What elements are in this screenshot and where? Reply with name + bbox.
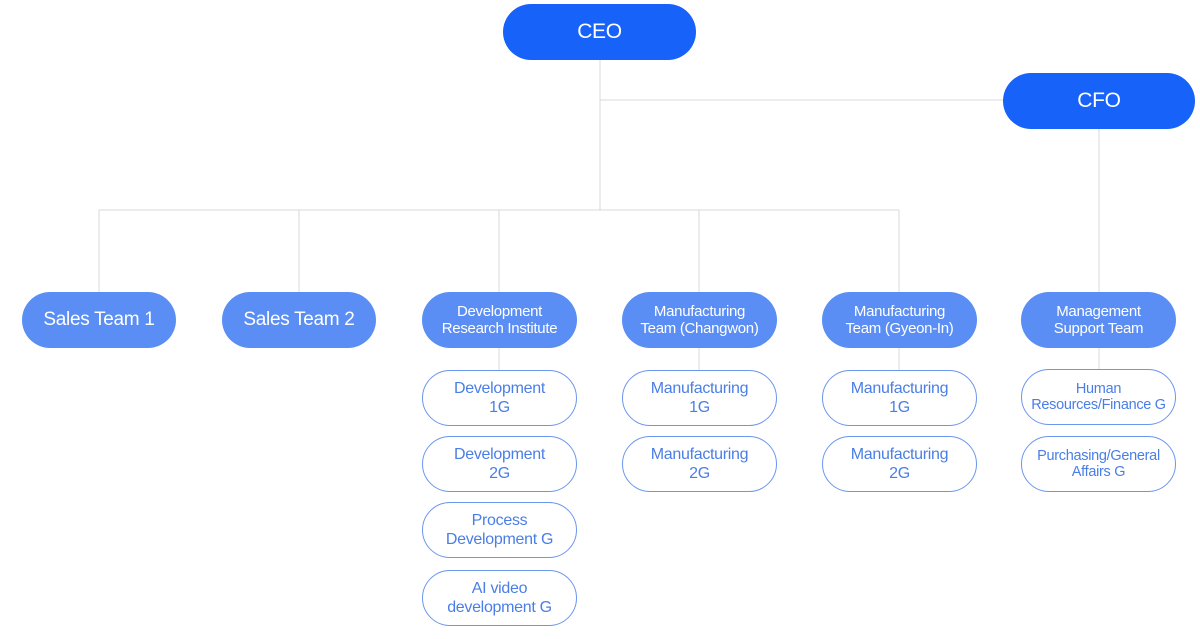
group-development-1g: Development 1G xyxy=(422,370,577,426)
ceo-node: CEO xyxy=(503,4,696,60)
team-manufacturing-gyeonin: Manufacturing Team (Gyeon-In) xyxy=(822,292,977,348)
group-development-2g: Development 2G xyxy=(422,436,577,492)
group-purchasing-general-affairs: Purchasing/General Affairs G xyxy=(1021,436,1176,492)
team-manufacturing-changwon: Manufacturing Team (Changwon) xyxy=(622,292,777,348)
group-manufacturing-gyeonin-1g: Manufacturing 1G xyxy=(822,370,977,426)
group-process-development: Process Development G xyxy=(422,502,577,558)
team-management-support: Management Support Team xyxy=(1021,292,1176,348)
team-sales-1: Sales Team 1 xyxy=(22,292,176,348)
group-manufacturing-changwon-1g: Manufacturing 1G xyxy=(622,370,777,426)
group-ai-video-development: AI video development G xyxy=(422,570,577,626)
group-human-resources-finance: Human Resources/Finance G xyxy=(1021,369,1176,425)
group-manufacturing-gyeonin-2g: Manufacturing 2G xyxy=(822,436,977,492)
team-sales-2: Sales Team 2 xyxy=(222,292,376,348)
team-development-research-institute: Development Research Institute xyxy=(422,292,577,348)
group-manufacturing-changwon-2g: Manufacturing 2G xyxy=(622,436,777,492)
cfo-node: CFO xyxy=(1003,73,1195,129)
